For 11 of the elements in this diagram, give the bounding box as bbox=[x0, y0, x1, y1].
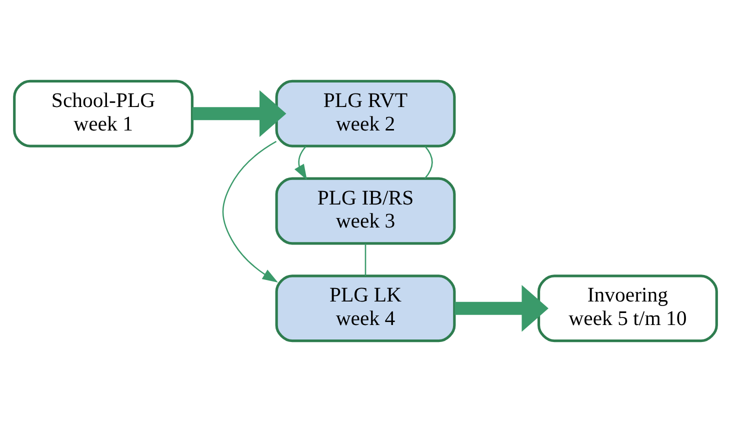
node-box: PLG LK week 4 bbox=[275, 274, 456, 342]
node-box: PLG RVT week 2 bbox=[275, 79, 456, 147]
node-box: Invoering week 5 t/m 10 bbox=[538, 274, 718, 342]
arrow bbox=[192, 90, 286, 137]
connector bbox=[424, 146, 433, 178]
connector bbox=[364, 243, 366, 276]
arrow bbox=[454, 284, 548, 332]
arrow bbox=[222, 140, 278, 282]
arrow bbox=[294, 146, 307, 180]
node-box: PLG IB/RS week 3 bbox=[275, 176, 456, 244]
node-box: School-PLG week 1 bbox=[13, 79, 194, 147]
